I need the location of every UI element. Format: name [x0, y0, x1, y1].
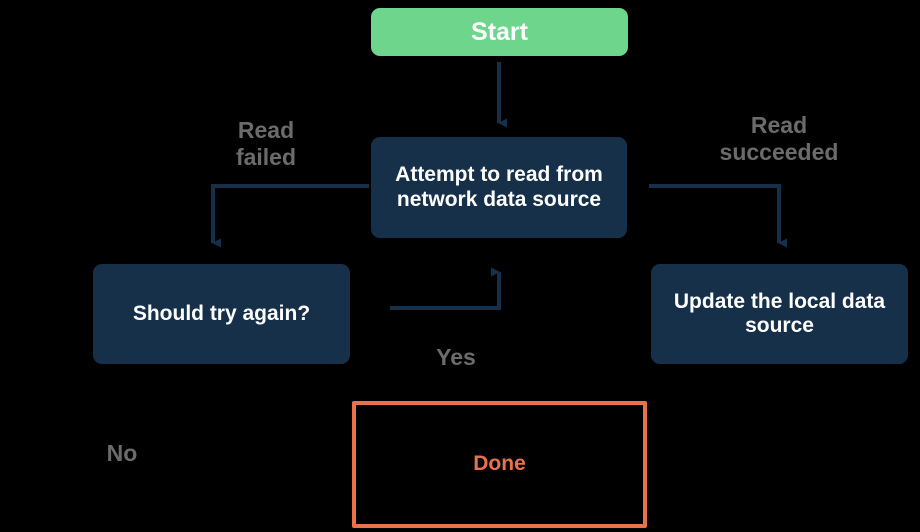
edge-label-read-failed: Read failed [235, 117, 297, 170]
node-should-try-again[interactable]: Should try again? [93, 264, 350, 364]
node-attempt-read-label: Attempt to read from network data source [395, 163, 603, 211]
edge-label-yes: Yes [436, 344, 476, 370]
node-done-label: Done [473, 452, 526, 476]
node-should-try-again-label: Should try again? [132, 301, 311, 325]
node-update-local-data-source[interactable]: Update the local data source [651, 264, 908, 364]
edge-label-no: No [106, 440, 138, 466]
edge-attempt-to-update [649, 184, 787, 248]
node-start[interactable]: Start [371, 8, 628, 56]
edge-attempt-to-retry [211, 184, 369, 248]
node-update-local-data-source-label: Update the local data source [673, 289, 886, 337]
edge-retry-yes-to-attempt [390, 267, 501, 310]
node-done[interactable]: Done [352, 401, 647, 528]
node-start-label: Start [471, 17, 528, 46]
edge-label-read-succeeded: Read succeeded [719, 112, 839, 165]
node-attempt-read[interactable]: Attempt to read from network data source [371, 137, 627, 238]
